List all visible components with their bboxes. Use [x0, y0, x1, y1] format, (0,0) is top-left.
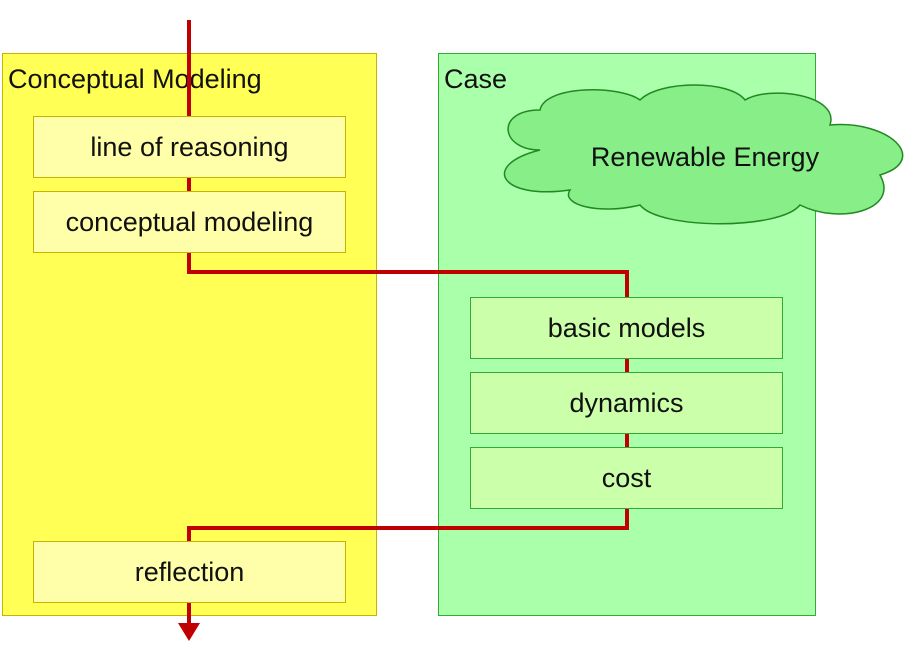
cloud-shape: [503, 84, 904, 225]
dynamics-box: dynamics: [470, 372, 783, 434]
reflection-box: reflection: [33, 541, 346, 603]
cost-box: cost: [470, 447, 783, 509]
case-title: Case: [444, 64, 508, 94]
conceptual-modeling-box: conceptual modeling: [33, 191, 346, 253]
flow-line-cost-to-reflection: [187, 509, 629, 541]
flow-line-concept-to-basic: [187, 253, 629, 297]
line-of-reasoning-box: line of reasoning: [33, 116, 346, 178]
basic-models-box: basic models: [470, 297, 783, 359]
renewable-energy-label: Renewable Energy: [590, 142, 820, 172]
conceptual-modeling-title: Conceptual Modeling: [8, 64, 262, 94]
exit-arrowhead: [178, 623, 200, 641]
